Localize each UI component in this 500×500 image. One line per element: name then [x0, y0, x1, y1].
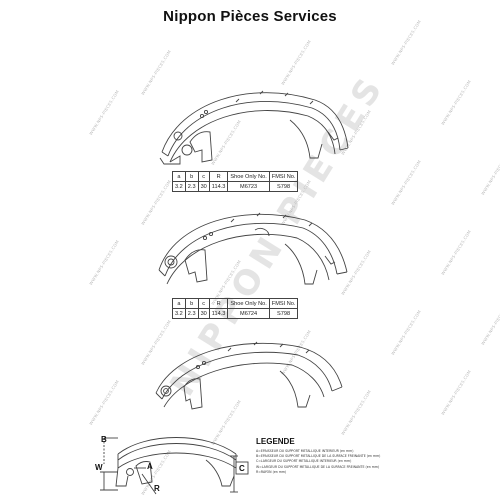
- brake-shoe-diagram-3: [155, 341, 343, 410]
- spec-header: Shoe Only No.: [227, 298, 270, 309]
- spec-header: b: [184, 298, 199, 309]
- brake-shoe-diagram-1: [159, 90, 349, 165]
- spec-value: S798: [268, 181, 299, 192]
- legend-item: C=LARGEUR DU SUPPORT METALLIQUE INTERIEU…: [256, 459, 352, 464]
- legend-item: A=EPAISSEUR DU SUPPORT METALLIQUE INTERI…: [256, 449, 354, 453]
- brake-shoe-diagram-2: [158, 212, 348, 285]
- watermark-small: WWW.NPS-PIECES.COM: [88, 379, 120, 426]
- dimension-label-w: W: [95, 463, 103, 472]
- spec-value: 30: [197, 181, 210, 192]
- watermark-small: WWW.NPS-PIECES.COM: [480, 149, 500, 196]
- spec-header: Shoe Only No.: [227, 171, 270, 182]
- spec-value: 114.3: [208, 181, 229, 192]
- legend-title: LEGENDE: [256, 437, 295, 446]
- dimension-label-a: A: [147, 462, 153, 471]
- spec-header: R: [208, 298, 229, 309]
- spec-value: 30: [197, 308, 210, 319]
- watermark-small: WWW.NPS-PIECES.COM: [390, 309, 422, 356]
- spec-header: a: [172, 171, 186, 182]
- watermark-small: WWW.NPS-PIECES.COM: [390, 159, 422, 206]
- spec-table-1: a b c R Shoe Only No. FMSI No. 3.2 2.3 3…: [172, 171, 299, 192]
- dimension-label-c: C: [239, 464, 245, 473]
- spec-value: M6724: [227, 308, 270, 319]
- spec-value: S798: [268, 308, 299, 319]
- watermark-small: WWW.NPS-PIECES.COM: [88, 89, 120, 136]
- spec-table-2: a b c R Shoe Only No. FMSI No. 3.2 2.3 3…: [172, 298, 299, 319]
- legend-item: R=RAYON (en mm): [256, 469, 287, 474]
- dimension-label-r: R: [154, 484, 160, 493]
- legend-list: A=EPAISSEUR DU SUPPORT METALLIQUE INTERI…: [256, 449, 456, 475]
- spec-value: 114.3: [208, 308, 229, 319]
- spec-value: 2.3: [184, 181, 199, 192]
- watermark-small: WWW.NPS-PIECES.COM: [440, 79, 472, 126]
- spec-header: R: [208, 171, 229, 182]
- spec-header: FMSI No.: [268, 171, 299, 182]
- legend-item: B=EPAISSEUR DU SUPPORT METALLIQUE DE LA …: [256, 454, 381, 459]
- spec-value: 2.3: [184, 308, 199, 319]
- dimension-diagram: [100, 437, 249, 495]
- legend-item: W=LARGEUR DU SUPPORT METALLIQUE DE LA SU…: [256, 464, 380, 469]
- watermark-small: WWW.NPS-PIECES.COM: [440, 369, 472, 416]
- watermark-small: WWW.NPS-PIECES.COM: [88, 239, 120, 286]
- page-title: Nippon Pièces Services: [163, 8, 337, 25]
- dimension-label-b: B: [101, 435, 107, 444]
- spec-value: 3.2: [172, 181, 186, 192]
- spec-header: b: [184, 171, 199, 182]
- spec-value: 3.2: [172, 308, 186, 319]
- spec-header: a: [172, 298, 186, 309]
- watermark-small: WWW.NPS-PIECES.COM: [390, 19, 422, 66]
- spec-header: c: [197, 171, 210, 182]
- watermark-small: WWW.NPS-PIECES.COM: [440, 229, 472, 276]
- spec-value: M6723: [227, 181, 270, 192]
- spec-header: c: [197, 298, 210, 309]
- watermark-small: WWW.NPS-PIECES.COM: [480, 299, 500, 346]
- spec-header: FMSI No.: [268, 298, 299, 309]
